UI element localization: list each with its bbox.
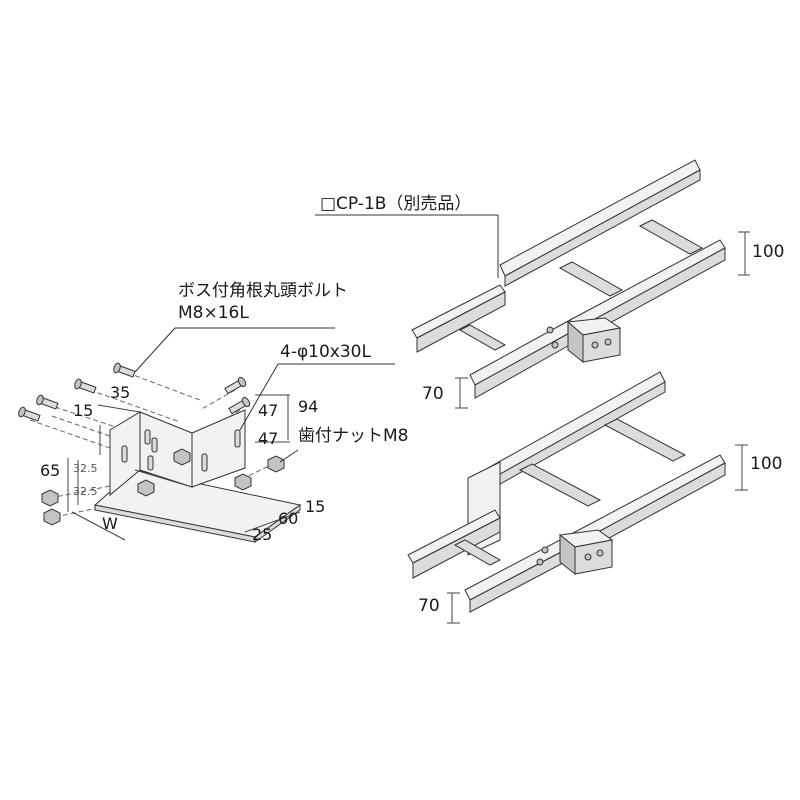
dim-15-right: 15 bbox=[305, 497, 326, 516]
nut-leader bbox=[279, 449, 299, 463]
dim-W: W bbox=[102, 514, 118, 533]
dim-70-top: 70 bbox=[422, 384, 444, 404]
dim-94: 94 bbox=[298, 397, 319, 416]
dim-65: 65 bbox=[40, 461, 61, 480]
dim-15-top: 15 bbox=[73, 401, 94, 420]
dim-47-lower: 47 bbox=[258, 429, 279, 448]
bolts bbox=[18, 362, 251, 422]
ladder-bottom bbox=[407, 371, 748, 624]
hole-leader bbox=[239, 363, 279, 431]
hole-spec-label: 4-φ10x30L bbox=[280, 342, 371, 362]
dim-25: 25 bbox=[252, 525, 273, 544]
dim-70-bottom: 70 bbox=[418, 596, 440, 616]
cp-part-label: □CP-1B（別売品） bbox=[320, 194, 472, 214]
bolt-name-label: ボス付角根丸頭ボルト bbox=[178, 281, 348, 301]
bolt-leader bbox=[134, 327, 176, 373]
dim-60: 60 bbox=[278, 509, 299, 528]
nuts bbox=[41, 448, 285, 526]
ladder-top bbox=[315, 159, 750, 409]
dim-32-5-lower: 32.5 bbox=[73, 485, 98, 498]
dim-100-bottom: 100 bbox=[750, 454, 783, 474]
dim-35: 35 bbox=[110, 383, 131, 402]
dim-47-upper: 47 bbox=[258, 401, 279, 420]
dim-100-top: 100 bbox=[752, 242, 785, 262]
dim-32-5-upper: 32.5 bbox=[73, 462, 98, 475]
bracket-assembly bbox=[18, 327, 395, 543]
nut-name-label: 歯付ナットM8 bbox=[298, 426, 409, 446]
bracket-dimension-lines bbox=[67, 394, 301, 541]
bolt-size-label: M8×16L bbox=[178, 303, 249, 323]
